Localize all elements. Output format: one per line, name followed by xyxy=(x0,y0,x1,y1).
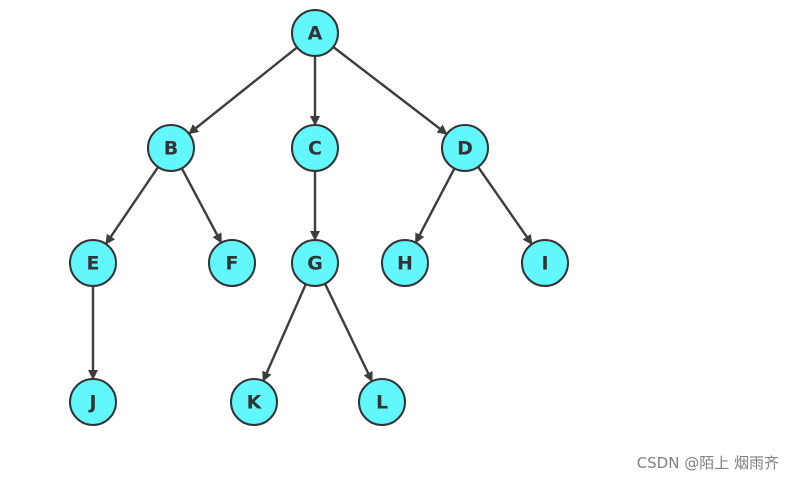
node-label: F xyxy=(226,253,239,275)
edge-b-f xyxy=(180,167,222,244)
node-j: J xyxy=(69,378,117,426)
node-label: K xyxy=(247,392,263,414)
node-circle xyxy=(358,378,406,426)
node-circle xyxy=(69,378,117,426)
watermark-text: CSDN @陌上 烟雨齐 xyxy=(636,454,779,472)
node-circle xyxy=(441,124,489,172)
node-circle xyxy=(69,239,117,287)
node-l: L xyxy=(358,378,406,426)
nodes-layer: A B C D E F G H I J K L xyxy=(69,9,569,426)
node-circle xyxy=(291,9,339,57)
node-h: H xyxy=(381,239,429,287)
node-label: J xyxy=(87,392,96,414)
edge-a-d xyxy=(332,46,448,135)
edge-g-k xyxy=(262,283,307,382)
node-k: K xyxy=(230,378,278,426)
node-e: E xyxy=(69,239,117,287)
node-label: A xyxy=(308,23,323,45)
node-circle xyxy=(147,124,195,172)
edges-layer xyxy=(88,46,533,383)
edge-b-e xyxy=(105,166,160,245)
node-circle xyxy=(381,239,429,287)
node-label: D xyxy=(457,138,473,160)
node-b: B xyxy=(147,124,195,172)
node-circle xyxy=(291,239,339,287)
node-label: C xyxy=(308,138,322,160)
node-circle xyxy=(208,239,256,287)
node-circle xyxy=(230,378,278,426)
node-label: E xyxy=(87,253,100,275)
node-circle xyxy=(521,239,569,287)
node-label: I xyxy=(541,253,548,275)
node-a: A xyxy=(291,9,339,57)
node-f: F xyxy=(208,239,256,287)
node-circle xyxy=(291,124,339,172)
edge-d-i xyxy=(477,166,533,245)
node-c: C xyxy=(291,124,339,172)
edge-d-h xyxy=(415,167,456,244)
node-g: G xyxy=(291,239,339,287)
node-label: G xyxy=(307,253,323,275)
node-i: I xyxy=(521,239,569,287)
node-label: H xyxy=(397,253,413,275)
edge-a-b xyxy=(188,46,298,135)
node-d: D xyxy=(441,124,489,172)
node-label: B xyxy=(164,138,178,160)
node-label: L xyxy=(376,392,388,414)
edge-g-l xyxy=(323,283,373,383)
